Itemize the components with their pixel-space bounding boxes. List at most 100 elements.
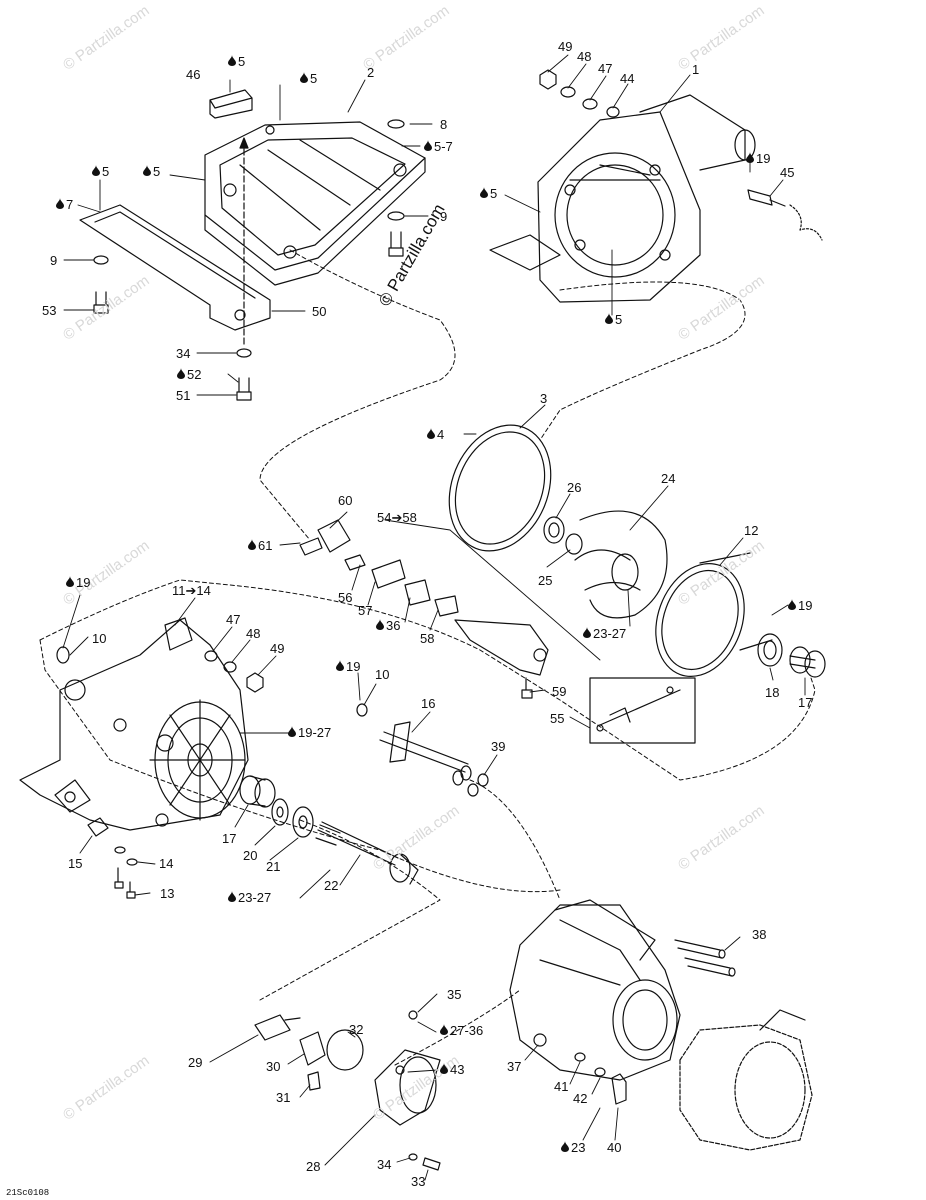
- callout-number: 19: [76, 575, 91, 590]
- part-32-o-ring: [326, 1029, 364, 1071]
- callout-number: 23-27: [593, 626, 627, 641]
- callout-number: 17: [222, 831, 237, 846]
- oil-drop-icon: [66, 576, 74, 590]
- callout-c59: 59: [552, 685, 566, 699]
- callout-number: 7: [66, 197, 74, 212]
- callout-c46: 46: [186, 68, 200, 82]
- callout-number: 58: [420, 631, 435, 646]
- part-25-bushing: [565, 533, 583, 555]
- callout-number: 32: [349, 1022, 364, 1037]
- callout-c49b: 49: [270, 642, 284, 656]
- callout-number: 60: [338, 493, 353, 508]
- callout-c47a: 47: [598, 62, 612, 76]
- venturi-housing: [509, 899, 681, 1081]
- callout-c12: 12: [744, 524, 758, 538]
- callout-number: 37: [507, 1059, 522, 1074]
- oil-drop-icon: [143, 165, 151, 179]
- callout-c4: 4: [427, 428, 444, 442]
- callout-number: 31: [276, 1090, 291, 1105]
- callout-c57: 57: [358, 604, 372, 618]
- callout-c19-27: 19-27: [288, 726, 331, 740]
- callout-c3: 3: [540, 392, 547, 406]
- callout-number: 27-36: [450, 1023, 484, 1038]
- callout-number: 9: [50, 253, 58, 268]
- oil-drop-icon: [427, 428, 435, 442]
- callout-c20: 20: [243, 849, 257, 863]
- callout-c5e: 5: [480, 187, 497, 201]
- callout-number: 47: [598, 61, 613, 76]
- callout-c21: 21: [266, 860, 280, 874]
- callout-c30: 30: [266, 1060, 280, 1074]
- callout-number: 29: [188, 1055, 203, 1070]
- callout-c35: 35: [447, 988, 461, 1002]
- callout-number: 54➔58: [377, 510, 417, 525]
- callout-c42: 42: [573, 1092, 587, 1106]
- callout-c31: 31: [276, 1091, 290, 1105]
- callout-c28: 28: [306, 1160, 320, 1174]
- callout-number: 19: [346, 659, 361, 674]
- part-18-seal: [757, 633, 783, 667]
- callout-c5c: 5: [143, 165, 160, 179]
- callout-c54-58: 54➔58: [377, 511, 417, 525]
- callout-c24: 24: [661, 472, 675, 486]
- callout-number: 38: [752, 927, 767, 942]
- callout-number: 49: [270, 641, 285, 656]
- oil-drop-icon: [424, 140, 432, 154]
- part-55-detail-box: [589, 677, 696, 744]
- callout-number: 23: [571, 1140, 586, 1155]
- callout-number: 12: [744, 523, 759, 538]
- callout-c33: 33: [411, 1175, 425, 1189]
- callout-c51: 51: [176, 389, 190, 403]
- callout-number: 2: [367, 65, 375, 80]
- callout-number: 5: [102, 164, 110, 179]
- callout-c5a: 5: [228, 55, 245, 69]
- callout-number: 5-7: [434, 139, 453, 154]
- callout-c23: 23: [561, 1141, 585, 1155]
- callout-number: 45: [780, 165, 795, 180]
- callout-c53: 53: [42, 304, 56, 318]
- callout-c8: 8: [440, 118, 447, 132]
- callout-c25: 25: [538, 574, 552, 588]
- callout-number: 28: [306, 1159, 321, 1174]
- callout-number: 24: [661, 471, 676, 486]
- callout-number: 49: [558, 39, 573, 54]
- callout-number: 18: [765, 685, 780, 700]
- oil-drop-icon: [177, 368, 185, 382]
- callout-number: 41: [554, 1079, 569, 1094]
- callout-number: 5: [615, 312, 623, 327]
- part-17-bearing: [789, 646, 826, 678]
- oil-drop-icon: [92, 165, 100, 179]
- callout-c52: 52: [177, 368, 201, 382]
- oil-drop-icon: [480, 187, 488, 201]
- part-38-sleeves: [674, 939, 736, 977]
- callout-c55: 55: [550, 712, 564, 726]
- callout-number: 19: [756, 151, 771, 166]
- part-46-shim: [209, 89, 253, 119]
- callout-number: 9: [440, 209, 448, 224]
- callout-c9b: 9: [440, 210, 447, 224]
- callout-number: 46: [186, 67, 201, 82]
- callout-c48b: 48: [246, 627, 260, 641]
- callout-c50: 50: [312, 305, 326, 319]
- callout-c13: 13: [160, 887, 174, 901]
- callout-c1: 1: [692, 63, 699, 77]
- callout-c5-7: 5-7: [424, 140, 453, 154]
- steering-nozzle: [679, 1009, 813, 1151]
- callout-number: 13: [160, 886, 175, 901]
- callout-number: 51: [176, 388, 191, 403]
- callout-number: 26: [567, 480, 582, 495]
- callout-c14: 14: [159, 857, 173, 871]
- callout-c22: 22: [324, 879, 338, 893]
- part-24-impeller: [574, 510, 668, 619]
- callout-number: 52: [187, 367, 202, 382]
- callout-c5f: 5: [605, 313, 622, 327]
- oil-drop-icon: [605, 313, 613, 327]
- diagram-code: 21Sc0108: [6, 1188, 50, 1198]
- part-39-o-ring: [477, 773, 489, 787]
- callout-number: 55: [550, 711, 565, 726]
- callout-number: 40: [607, 1140, 622, 1155]
- callout-number: 48: [577, 49, 592, 64]
- callout-number: 5: [153, 164, 161, 179]
- callout-c40: 40: [607, 1141, 621, 1155]
